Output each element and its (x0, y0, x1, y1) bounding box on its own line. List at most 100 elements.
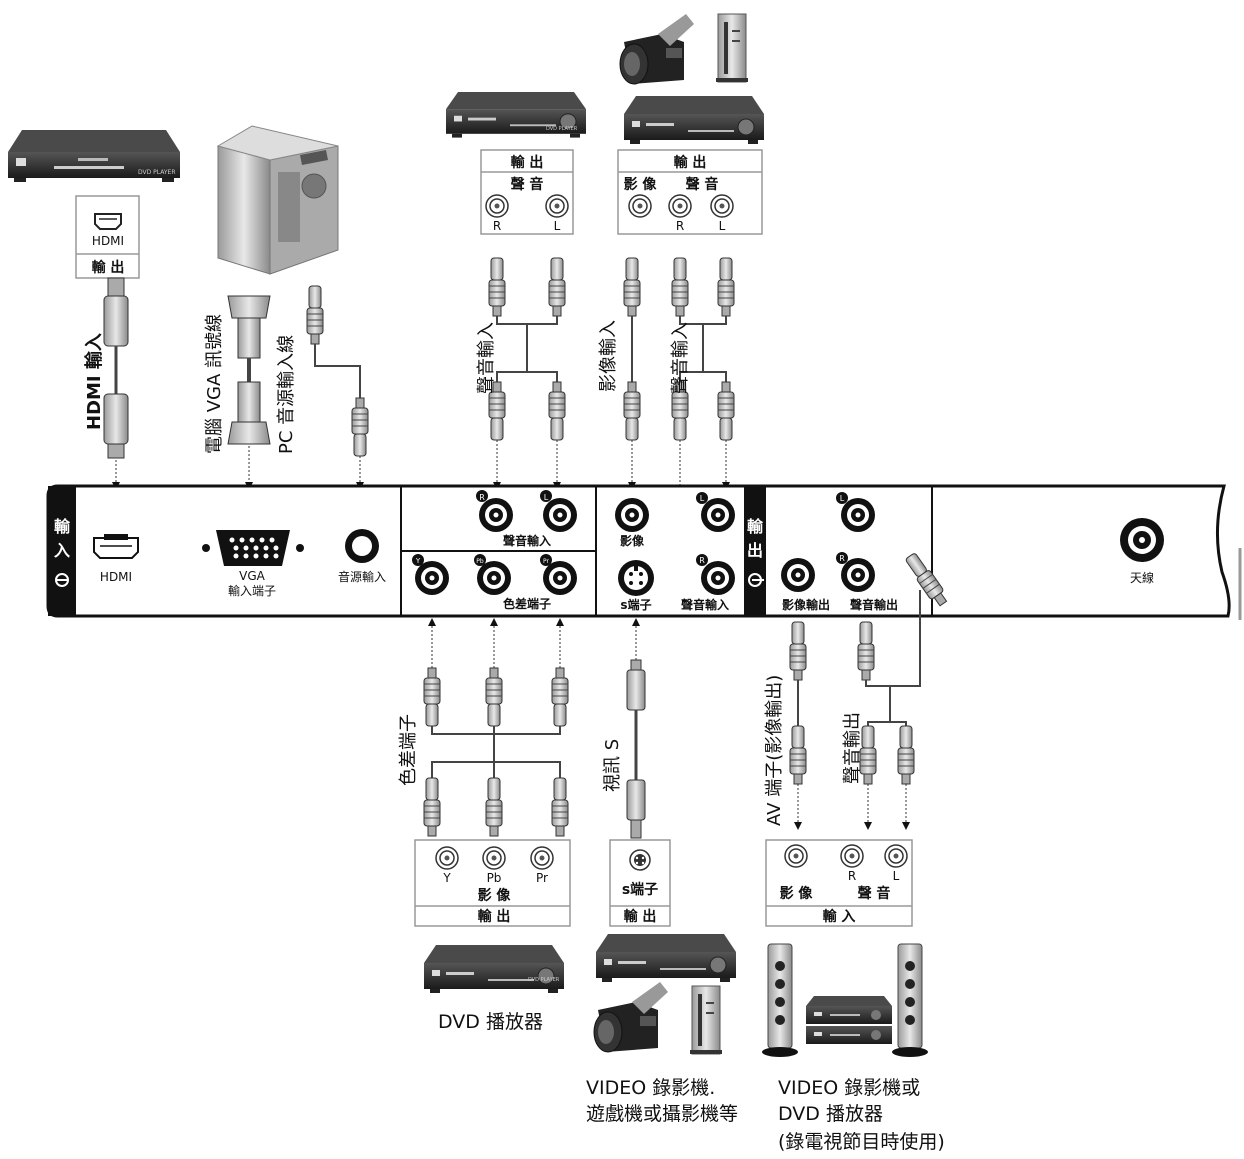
vga-cable (227, 295, 271, 490)
caption-rec-2: DVD 播放器 (778, 1103, 883, 1125)
pc-audio-cable-label: PC 音源輸入線 (276, 335, 297, 454)
video-jack-label: 影像 (620, 533, 645, 548)
hdmi-box-port-label: HDMI (92, 234, 124, 248)
output-direction-icon (748, 573, 764, 587)
video-out-jack (781, 558, 815, 592)
av-input-box: R L 影 像 聲 音 輸 入 (765, 839, 913, 927)
svg-text:R: R (676, 219, 684, 233)
input-direction-icon (55, 573, 69, 587)
audio-input-r-jack (479, 498, 513, 532)
video-out-label: 影像輸出 (782, 597, 830, 612)
svg-text:Pb: Pb (487, 871, 502, 885)
audio-out-cable-label: 聲音輸出 (842, 712, 863, 784)
av-receiver-bottom (595, 933, 737, 983)
panel-output-label-1: 輸 (747, 517, 764, 536)
audio-in-jack (345, 529, 379, 563)
audio-output-box: 輸 出 聲 音 R L (480, 149, 574, 235)
camcorder-bottom (593, 981, 669, 1053)
s-video-port-label: s端子 (620, 597, 651, 612)
av-out-l-jack (710, 194, 734, 218)
vga-cable-label: 電腦 VGA 訊號線 (204, 314, 225, 454)
svg-text:DVD PLAYER: DVD PLAYER (546, 126, 578, 132)
audio-out-r-jack (841, 558, 875, 592)
svg-text:輸 出: 輸 出 (624, 908, 657, 925)
audio-input-2-badges: L R (696, 492, 708, 566)
audio-out-badges: L R (836, 492, 848, 564)
av-output-box: 輸 出 影 像 聲 音 R L (617, 149, 763, 235)
svg-text:Pr: Pr (536, 871, 548, 885)
av-out-box-title: 輸 出 (674, 154, 707, 171)
vga-port-label-1: VGA (239, 569, 266, 583)
audio-input-label: 聲音輸入 (503, 533, 551, 548)
svg-text:L: L (893, 869, 900, 883)
hdmi-port-label: HDMI (100, 570, 132, 584)
svg-text:Y: Y (442, 871, 451, 885)
svg-text:R: R (699, 556, 705, 565)
video-jack (615, 498, 649, 532)
component-label: 色差端子 (503, 596, 551, 611)
svg-text:L: L (840, 494, 845, 503)
s-video-cable (626, 618, 646, 839)
s-video-box-icon (629, 849, 651, 871)
hdmi-box-title: 輸 出 (92, 259, 125, 276)
antenna-port (1120, 518, 1164, 562)
av-out-cable-label: AV 端子(影像輸出) (764, 675, 785, 826)
svg-text:L: L (544, 493, 549, 502)
component-cable-label: 色差端子 (398, 714, 419, 786)
audio-out-r-jack (485, 194, 509, 218)
hdmi-port (93, 534, 139, 559)
svg-text:影 像: 影 像 (624, 176, 658, 193)
panel-output-label-2: 出 (747, 541, 763, 560)
component-y-jack (415, 561, 449, 595)
vga-port (202, 530, 304, 566)
video-input-cable-label: 影像輸入 (598, 320, 619, 392)
audio-input-2-l-jack (701, 498, 735, 532)
component-pb-jack (477, 561, 511, 595)
s-video-output-box: s端子 輸 出 (609, 839, 671, 927)
audio-out-l-jack (545, 194, 569, 218)
panel-input-label-2: 入 (54, 541, 70, 560)
svg-text:聲 音: 聲 音 (858, 885, 891, 902)
panel-input-label-1: 輸 (54, 517, 71, 536)
svg-text:L: L (700, 494, 705, 503)
game-console-top (715, 13, 749, 83)
svg-text:影 像: 影 像 (478, 887, 512, 904)
dvd-player-bottom: DVD PLAYER (423, 944, 565, 994)
component-output-box: Y Pb Pr 影 像 輸 出 (414, 839, 571, 927)
hdmi-port-icon (94, 213, 122, 230)
video-input-cable-top (623, 257, 641, 490)
svg-text:R: R (493, 219, 501, 233)
antenna-label: 天線 (1130, 570, 1154, 585)
svg-text:輸 出: 輸 出 (478, 908, 511, 925)
speaker-right (891, 943, 929, 1058)
audio-input-2-label: 聲音輸入 (681, 597, 729, 612)
svg-text:R: R (839, 554, 845, 563)
svg-text:聲 音: 聲 音 (686, 176, 719, 193)
av-out-video-jack (628, 194, 652, 218)
dvd-player-top-left: DVD PLAYER (8, 130, 180, 182)
svg-text:s端子: s端子 (622, 881, 658, 898)
audio-input-l-jack (543, 498, 577, 532)
s-video-port (618, 560, 654, 596)
game-console-bottom (689, 985, 723, 1055)
hdmi-cable (103, 277, 129, 490)
audio-input-cable-label-2: 聲音輸入 (670, 322, 691, 394)
caption-rec-1: VIDEO 錄影機或 (778, 1077, 920, 1099)
svg-text:Pb: Pb (476, 558, 484, 565)
component-cable (423, 618, 569, 837)
pc-tower (216, 125, 339, 275)
audio-input-cable-top (488, 257, 566, 490)
caption-dvd: DVD 播放器 (438, 1011, 543, 1033)
svg-text:DVD PLAYER: DVD PLAYER (138, 169, 176, 176)
svg-text:Pr: Pr (543, 558, 550, 565)
audio-input-2-r-jack (701, 561, 735, 595)
svg-text:影 像: 影 像 (780, 885, 814, 902)
pc-audio-cable (306, 285, 369, 490)
component-badges: Y Pb Pr (412, 554, 552, 566)
svg-text:R: R (848, 869, 856, 883)
svg-text:Y: Y (415, 557, 421, 565)
av-receiver-top (623, 95, 765, 145)
hdmi-output-box: HDMI 輸 出 (75, 195, 140, 279)
svg-text:L: L (719, 219, 726, 233)
